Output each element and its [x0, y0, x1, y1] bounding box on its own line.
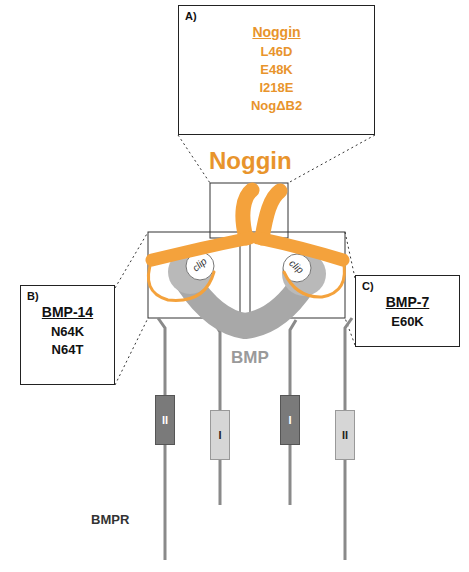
- mutation-name: N64T: [27, 342, 108, 357]
- receptor-type: II: [156, 396, 174, 444]
- callout-box: A) NogginL46D E48K I218E NogΔB2: [178, 5, 375, 135]
- receptor-box: II: [155, 395, 175, 445]
- panel-letter: C): [362, 280, 453, 292]
- protein-name: BMP-14: [27, 304, 108, 320]
- zoom-lines: [115, 135, 375, 385]
- protein-label: Noggin: [209, 147, 292, 175]
- zoom-frames: [148, 183, 345, 318]
- mutation-name: E60K: [362, 314, 453, 329]
- receptor-label: BMPR: [91, 512, 129, 527]
- protein-name: BMP-7: [362, 294, 453, 310]
- panel-letter: A): [185, 10, 368, 22]
- callout-box: C) BMP-7E60K: [355, 275, 460, 347]
- protein-name: Noggin: [185, 24, 368, 40]
- mutation-name: L46D: [185, 44, 368, 59]
- mutation-name: E48K: [185, 62, 368, 77]
- receptor-box: II: [335, 410, 355, 460]
- receptor-type: I: [281, 396, 299, 444]
- callout-box: B) BMP-14N64K N64T: [20, 285, 115, 385]
- receptor-box: I: [210, 410, 230, 460]
- mutation-name: I218E: [185, 80, 368, 95]
- mutation-name: NogΔB2: [185, 98, 368, 113]
- bmp-dimer: [168, 250, 326, 326]
- receptor-type: II: [336, 411, 354, 459]
- noggin-dimer: [148, 190, 344, 300]
- protein-label: BMP: [231, 348, 269, 368]
- receptor-type: I: [211, 411, 229, 459]
- mutation-name: N64K: [27, 324, 108, 339]
- receptor-stems: [158, 318, 352, 560]
- panel-letter: B): [27, 290, 108, 302]
- receptor-box: I: [280, 395, 300, 445]
